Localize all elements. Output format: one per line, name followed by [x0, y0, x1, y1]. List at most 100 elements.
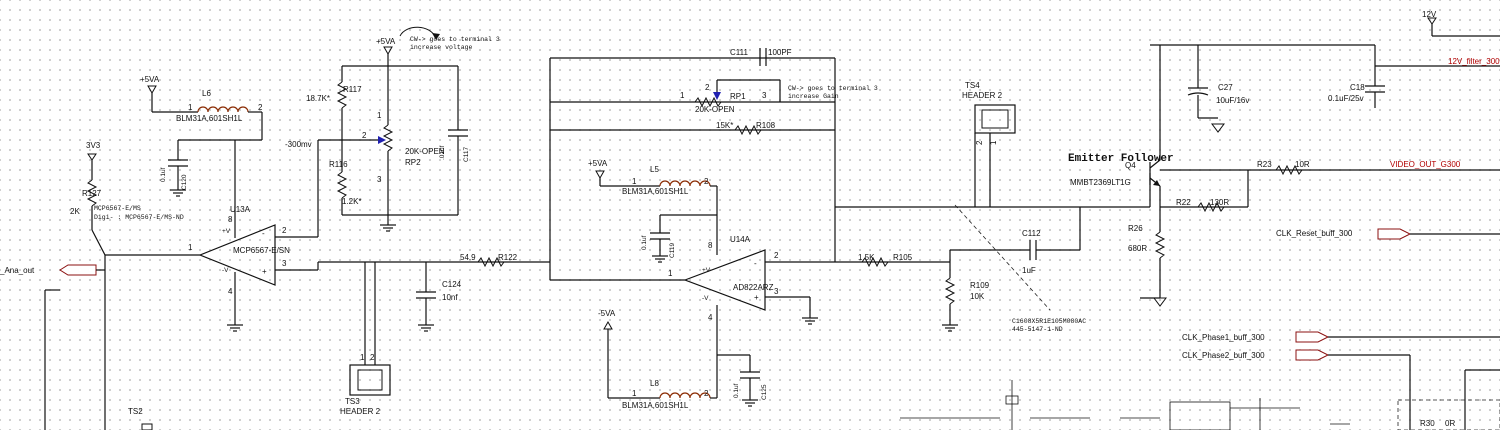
- r108-value: 15K*: [716, 121, 733, 130]
- emitter-follower-label: Emitter Follower: [1068, 153, 1174, 165]
- u14a-opamp: [683, 249, 766, 311]
- c125-ref: C125: [761, 384, 768, 400]
- r23-ref: R23: [1257, 160, 1272, 169]
- ts3-value: HEADER 2: [340, 407, 381, 416]
- u14a-lab-p: +: [754, 293, 759, 302]
- u14a-ref: U14A: [730, 235, 751, 244]
- c112-note-1: C1608X5R1E105M080AC: [1012, 318, 1086, 325]
- c112-value: 1uF: [1022, 266, 1036, 275]
- ts4-value: HEADER 2: [962, 91, 1003, 100]
- u14a-lab-n: -: [754, 259, 757, 268]
- net-label-video-out: VIDEO_OUT_G300: [1390, 160, 1461, 169]
- rp2-potentiometer: [382, 124, 394, 152]
- r109-resistor: [944, 277, 956, 305]
- l6-value: BLM31A,601SH1L: [176, 114, 243, 123]
- r23-resistor: [1275, 164, 1303, 176]
- c18-value: 0.1uF/25v: [1328, 94, 1364, 103]
- clk-phase1-port: [1295, 331, 1330, 343]
- u14a-pin-vp: 8: [708, 241, 713, 250]
- net-label-clk-reset: CLK_Reset_buff_300: [1276, 229, 1353, 238]
- clk-phase2-port: [1295, 349, 1330, 361]
- l6-p1: 1: [188, 103, 193, 112]
- u14a-pin-vn: 4: [708, 313, 713, 322]
- ts4-header: [974, 104, 1016, 134]
- power-5va-3: +5VA: [588, 159, 608, 180]
- r109-value: 10K: [970, 292, 985, 301]
- l8-ref: L8: [650, 379, 659, 388]
- l5-ref: L5: [650, 165, 659, 174]
- c117-value: .01uf: [439, 145, 446, 160]
- r122-resistor: [477, 256, 505, 268]
- clk-reset-port: [1377, 228, 1412, 240]
- lower-subcircuit: [900, 380, 1350, 430]
- net-label-5va-2: +5VA: [376, 37, 396, 46]
- r105-resistor: [861, 256, 889, 268]
- net-label-clk-phase2: CLK_Phase2_buff_300: [1182, 351, 1265, 360]
- c112-note-2: 445-5147-1-ND: [1012, 326, 1063, 333]
- r117-value: 18.7K*: [306, 94, 330, 103]
- c119-value: 0.1uf: [641, 235, 648, 250]
- ts3-p1: 1: [360, 353, 365, 362]
- l5-value: BLM31A,601SH1L: [622, 187, 689, 196]
- net-label-ana-out: _Ana_out: [0, 266, 35, 275]
- l5-p1: 1: [632, 177, 637, 186]
- r26-ref: R26: [1128, 224, 1143, 233]
- ts4-p2: 2: [975, 140, 984, 145]
- r105-ref: R105: [893, 253, 913, 262]
- l5-inductor: [659, 180, 711, 187]
- power-3v3: 3V3: [86, 141, 101, 161]
- net-label-m5va: -5VA: [598, 309, 616, 318]
- r26-value: 680R: [1128, 244, 1147, 253]
- ts3-p2: 2: [370, 353, 375, 362]
- c124-value: 10nf: [442, 293, 458, 302]
- c112-ref: C112: [1022, 229, 1041, 238]
- rp2-p2: 2: [362, 131, 367, 140]
- rp1-p2: 2: [705, 83, 710, 92]
- c18-ref: C18: [1350, 83, 1365, 92]
- rp1-p1: 1: [680, 91, 685, 100]
- ts4-p1: 1: [989, 140, 998, 145]
- net-label-3v3: 3V3: [86, 141, 101, 150]
- u14a-pin-in-p: 3: [774, 287, 779, 296]
- u14a-pin-out: 1: [668, 269, 673, 278]
- l6-p2: 2: [258, 103, 263, 112]
- net-label-12v-filter: 12V_filter_300: [1448, 57, 1500, 66]
- u14a-lab-vn: -V: [702, 295, 709, 302]
- mv-label: -300mv: [285, 140, 312, 149]
- u14a-value: AD822ARZ: [733, 283, 774, 292]
- r22-value: 130R: [1210, 198, 1229, 207]
- rp2-p1: 1: [377, 111, 382, 120]
- c27-ref: C27: [1218, 83, 1233, 92]
- u13a-pin-out: 1: [188, 243, 193, 252]
- u13a-opamp: [198, 224, 276, 286]
- note-rp2-line1: CW-> goes to terminal 3: [410, 36, 500, 43]
- u13a-pin-in-p: 3: [282, 259, 287, 268]
- c111-value: 100PF: [768, 48, 792, 57]
- note-rp1-line1: CW-> goes to terminal 3: [788, 85, 878, 92]
- u13a-ref: U13A: [230, 205, 251, 214]
- mcp-note-2: Digi- : MCP6567-E/MS-ND: [94, 214, 184, 221]
- power-5va-2: +5VA: [376, 37, 396, 56]
- c124-ref: C124: [442, 280, 462, 289]
- r23-value: 10R: [1295, 160, 1310, 169]
- r108-ref: R108: [756, 121, 776, 130]
- u13a-lab-vp: +V: [222, 228, 231, 235]
- r116-value: 1.2K*: [342, 197, 362, 206]
- ana-out-port: [59, 264, 97, 276]
- net-label-12v: 12V: [1422, 10, 1437, 19]
- rp1-ref: RP1: [730, 92, 746, 101]
- rp1-value: 20K-OPEN: [695, 105, 735, 114]
- u13a-lab-n: -: [262, 229, 265, 238]
- l5-p2: 2: [704, 177, 709, 186]
- ts3-ref: TS3: [345, 397, 360, 406]
- c117-ref: C117: [463, 147, 470, 162]
- rp2-wiper: [378, 136, 386, 144]
- r116-ref: R116: [329, 160, 348, 169]
- net-label-5va-3: +5VA: [588, 159, 608, 168]
- power-5va-1: +5VA: [140, 75, 160, 95]
- u13a-lab-p: +: [262, 267, 267, 276]
- ts3-header: [349, 364, 391, 396]
- r127-value: 2K: [70, 207, 80, 216]
